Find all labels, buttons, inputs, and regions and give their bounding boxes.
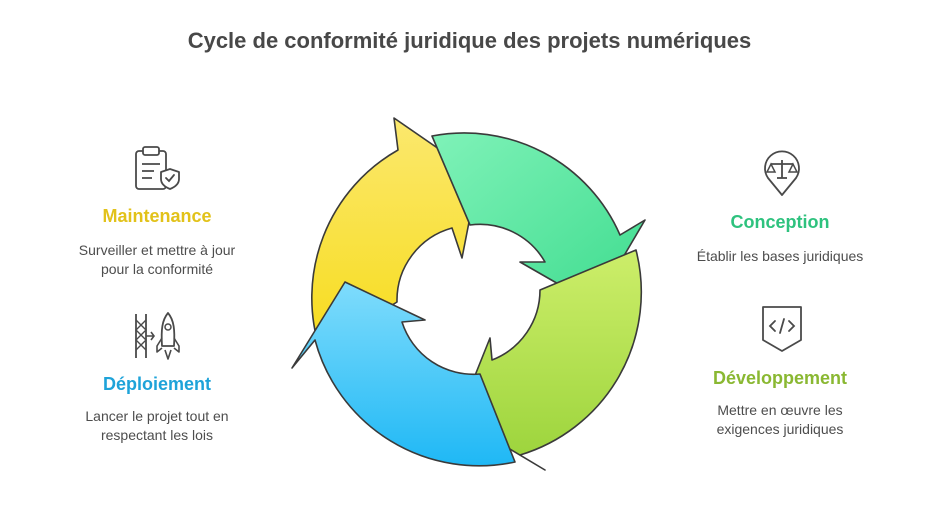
developpement-description-line2: exigences juridiques bbox=[716, 421, 844, 437]
code-icon bbox=[762, 306, 802, 352]
deploiement-block: Déploiement Lancer le projet tout en res… bbox=[47, 374, 267, 445]
diagram-title: Cycle de conformité juridique des projet… bbox=[187, 28, 752, 53]
conception-block: Conception Établir les bases juridiques bbox=[680, 212, 880, 266]
maintenance-block: Maintenance Surveiller et mettre à jour … bbox=[47, 206, 267, 279]
conception-description: Établir les bases juridiques bbox=[696, 248, 864, 264]
arrow-developpement bbox=[457, 249, 643, 471]
deploiement-description-line1: Lancer le projet tout en bbox=[85, 408, 229, 424]
scales-icon bbox=[764, 150, 800, 196]
maintenance-description-line1: Surveiller et mettre à jour bbox=[78, 242, 236, 258]
developpement-description-line1: Mettre en œuvre les bbox=[717, 402, 843, 418]
developpement-label: Développement bbox=[712, 368, 848, 388]
conception-label: Conception bbox=[730, 212, 830, 232]
arrow-deploiement bbox=[291, 281, 516, 467]
maintenance-label: Maintenance bbox=[102, 206, 212, 226]
rocket-icon bbox=[135, 312, 180, 360]
developpement-block: Développement Mettre en œuvre les exigen… bbox=[680, 368, 880, 439]
deploiement-description-line2: respectant les lois bbox=[100, 427, 214, 443]
clipboard-shield-icon bbox=[135, 146, 180, 190]
deploiement-label: Déploiement bbox=[102, 374, 212, 394]
arrow-conception bbox=[431, 132, 646, 306]
maintenance-description-line2: pour la conformité bbox=[100, 261, 214, 277]
